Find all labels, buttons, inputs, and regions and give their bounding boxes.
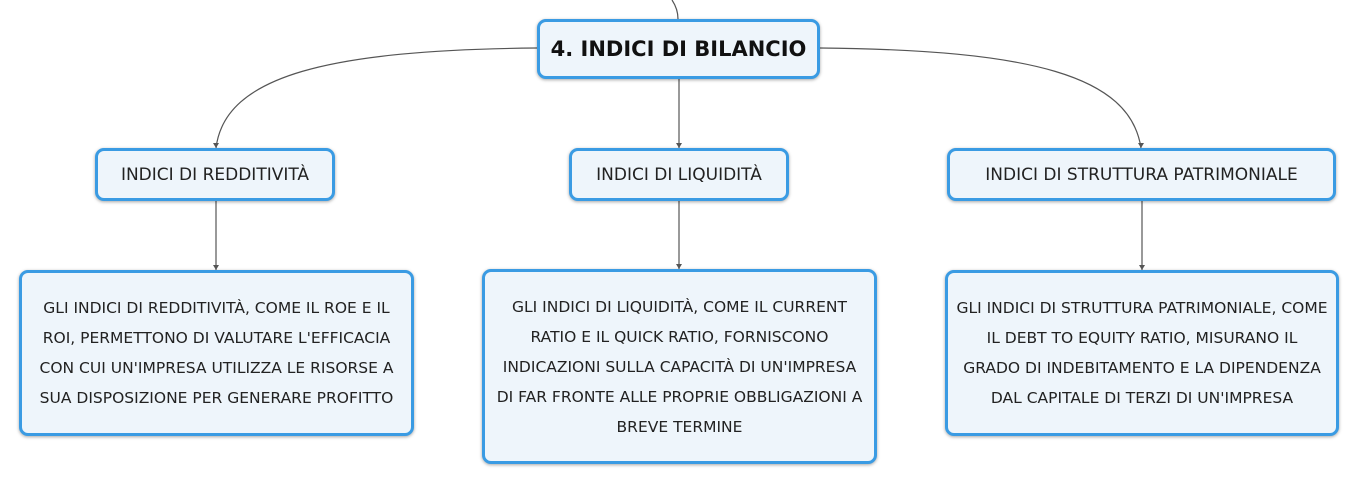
root-node-label: 4. INDICI DI BILANCIO <box>550 37 807 61</box>
connector-root-to-redditivita <box>215 47 538 149</box>
incoming-connector <box>671 0 679 20</box>
category-node-liquidita[interactable]: INDICI DI LIQUIDITÀ <box>569 148 789 201</box>
description-node-struttura[interactable]: GLI INDICI DI STRUTTURA PATRIMONIALE, CO… <box>945 270 1339 436</box>
description-text: GLI INDICI DI STRUTTURA PATRIMONIALE, CO… <box>956 299 1328 407</box>
connector-root-to-struttura <box>819 47 1142 149</box>
category-label: INDICI DI STRUTTURA PATRIMONIALE <box>985 164 1298 185</box>
arrowhead-desc-liquidita <box>676 264 682 269</box>
description-node-liquidita[interactable]: GLI INDICI DI LIQUIDITÀ, COME IL CURRENT… <box>482 269 877 464</box>
description-node-redditivita[interactable]: GLI INDICI DI REDDITIVITÀ, COME IL ROE E… <box>19 270 414 436</box>
category-node-redditivita[interactable]: INDICI DI REDDITIVITÀ <box>95 148 335 201</box>
category-node-struttura[interactable]: INDICI DI STRUTTURA PATRIMONIALE <box>947 148 1336 201</box>
arrowhead-desc-struttura <box>1139 265 1145 270</box>
arrowhead-struttura <box>1138 143 1144 148</box>
description-text: GLI INDICI DI LIQUIDITÀ, COME IL CURRENT… <box>496 297 863 436</box>
arrowhead-redditivita <box>213 143 219 148</box>
arrowhead-desc-redditivita <box>213 265 219 270</box>
arrowhead-liquidita <box>676 143 682 148</box>
root-node[interactable]: 4. INDICI DI BILANCIO <box>537 19 820 79</box>
category-label: INDICI DI REDDITIVITÀ <box>120 164 310 185</box>
description-text: GLI INDICI DI REDDITIVITÀ, COME IL ROE E… <box>39 299 394 407</box>
category-label: INDICI DI LIQUIDITÀ <box>596 164 762 185</box>
